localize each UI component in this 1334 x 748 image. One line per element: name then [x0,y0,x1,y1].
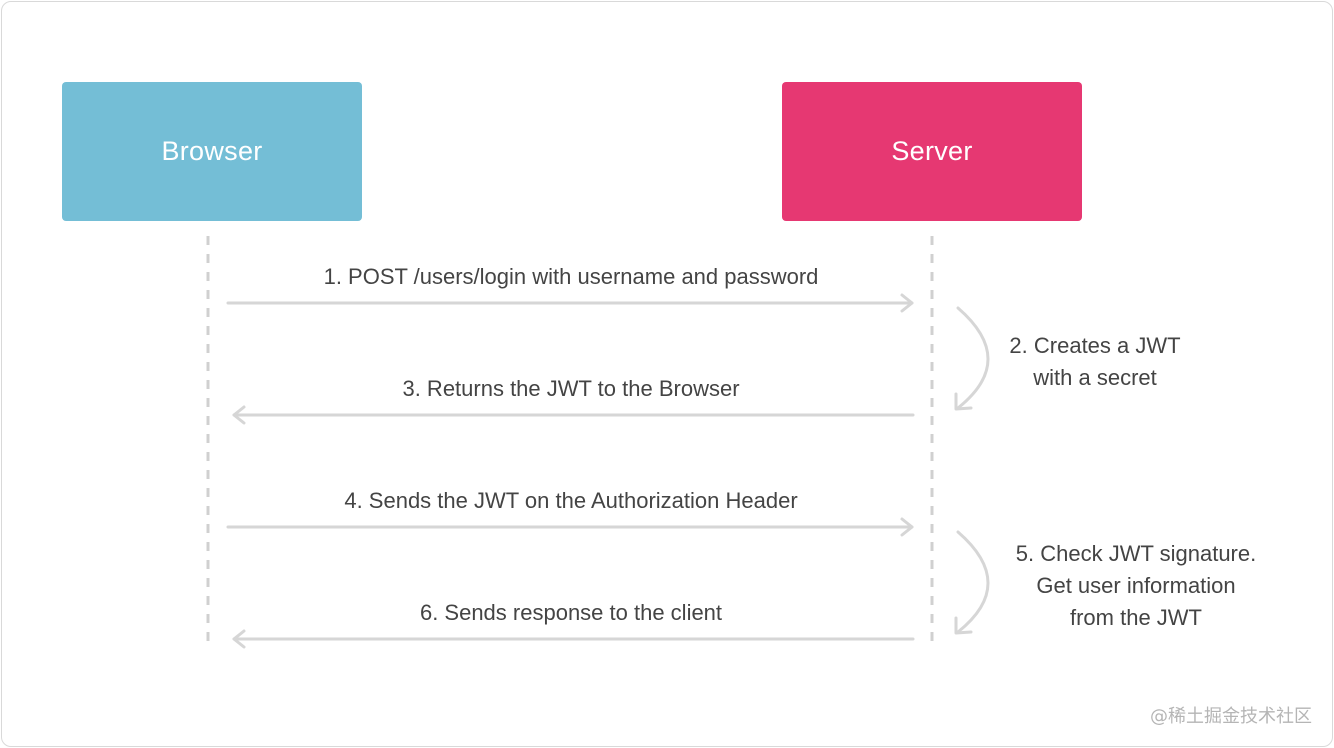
step-1-arrow [226,293,914,313]
step-4-arrow [226,517,914,537]
step-6-label: 6. Sends response to the client [419,600,723,625]
watermark-text: @稀土掘金技术社区 [1150,706,1312,727]
step-5-note-line-2: Get user information [1036,573,1236,598]
step-5-note-line-3: from the JWT [1069,605,1202,630]
step-2-note: 2. Creates a JWT with a secret [990,330,1200,394]
step-3-label: 3. Returns the JWT to the Browser [402,376,740,401]
step-3-arrow [232,405,915,425]
server-actor-box: Server [782,82,1082,221]
step-1-label: 1. POST /users/login with username and p… [323,264,819,289]
step-6-arrow [232,629,915,649]
step-2-self-arrow [954,306,990,411]
step-5-note-line-1: 5. Check JWT signature. [1015,541,1257,566]
step-2-note-line-1: 2. Creates a JWT [1009,333,1181,358]
step-5-self-arrow [954,530,990,635]
step-5-note: 5. Check JWT signature. Get user informa… [996,538,1276,634]
browser-actor-label: Browser [161,136,263,166]
browser-actor-box: Browser [62,82,362,221]
step-2-note-line-2: with a secret [1033,365,1157,390]
server-actor-label: Server [891,136,973,166]
step-4-label: 4. Sends the JWT on the Authorization He… [344,488,798,513]
